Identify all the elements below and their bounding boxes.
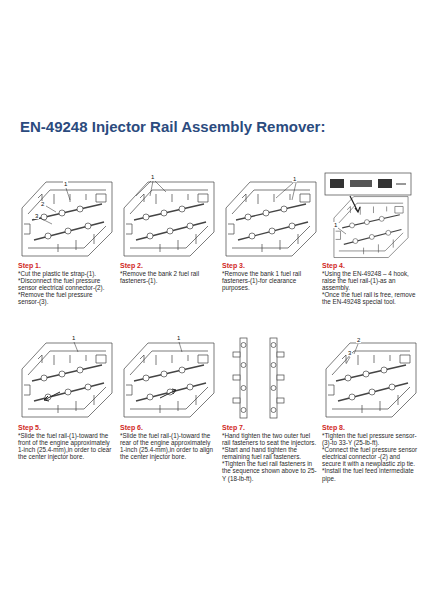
step-instruction: *Slide the fuel rail-(1)-toward the rear… (120, 432, 217, 460)
step-instruction: *Cut the plastic tie strap-(1). (18, 270, 115, 277)
step-instruction: *Install the fuel feed intermediate pipe… (322, 467, 419, 481)
step-heading: Step 7. (222, 424, 319, 432)
step-heading: Step 4. (322, 262, 419, 270)
callout-number: 1 (176, 335, 181, 341)
step-instruction: *Slide the fuel rail-(1)-toward the fron… (18, 432, 115, 460)
step-instruction: *Disconnect the fuel pressure sensor ele… (18, 277, 115, 291)
step-instruction: *Using the EN-49248 – 4 hook, raise the … (322, 270, 419, 291)
callout-number: 1 (333, 222, 338, 228)
step-panel: Step 6.*Slide the fuel rail-(1)-toward t… (120, 424, 217, 460)
callout-number: 1 (150, 174, 155, 180)
step-heading: Step 1. (18, 262, 115, 270)
step-panel: Step 5.*Slide the fuel rail-(1)-toward t… (18, 424, 115, 460)
step-instruction: *Tighten the fuel pressure sensor-(3)-to… (322, 432, 419, 446)
step-heading: Step 2. (120, 262, 217, 270)
step-panel: Step 3.*Remove the bank 1 fuel rail fast… (222, 262, 319, 291)
callout-number: 2 (356, 337, 361, 343)
step-instruction: *Once the fuel rail is free, remove the … (322, 291, 419, 305)
step-panel: Step 4.*Using the EN-49248 – 4 hook, rai… (322, 262, 419, 305)
callout-number: 1 (292, 176, 297, 182)
callout-number: 3 (34, 213, 39, 219)
step-heading: Step 5. (18, 424, 115, 432)
step-instruction: *Remove the bank 2 fuel rail fasteners-(… (120, 270, 217, 284)
step-heading: Step 6. (120, 424, 217, 432)
step-instruction: *Tighten the fuel rail fasteners in the … (222, 460, 319, 481)
step-panel: Step 1.*Cut the plastic tie strap-(1).*D… (18, 262, 115, 305)
title: EN-49248 Injector Rail Assembly Remover: (20, 118, 325, 135)
step-instruction: *Remove the bank 1 fuel rail fasteners-(… (222, 270, 319, 291)
callout-number: 2 (40, 201, 45, 207)
step-panel: Step 2.*Remove the bank 2 fuel rail fast… (120, 262, 217, 284)
step-instruction: *Remove the fuel pressure sensor-(3). (18, 291, 115, 305)
step-panel: Step 8.*Tighten the fuel pressure sensor… (322, 424, 419, 482)
step-instruction: *Hand tighten the two outer fuel rail fa… (222, 432, 319, 446)
step-panel: Step 7.*Hand tighten the two outer fuel … (222, 424, 319, 482)
step-instruction: *Start and hand tighten the remaining fu… (222, 446, 319, 460)
callout-number: 1 (71, 335, 76, 341)
step-instruction: *Connect the fuel pressure sensor electr… (322, 446, 419, 467)
step-heading: Step 8. (322, 424, 419, 432)
callout-number: 3 (347, 350, 352, 356)
step-heading: Step 3. (222, 262, 319, 270)
callout-number: 1 (63, 181, 68, 187)
